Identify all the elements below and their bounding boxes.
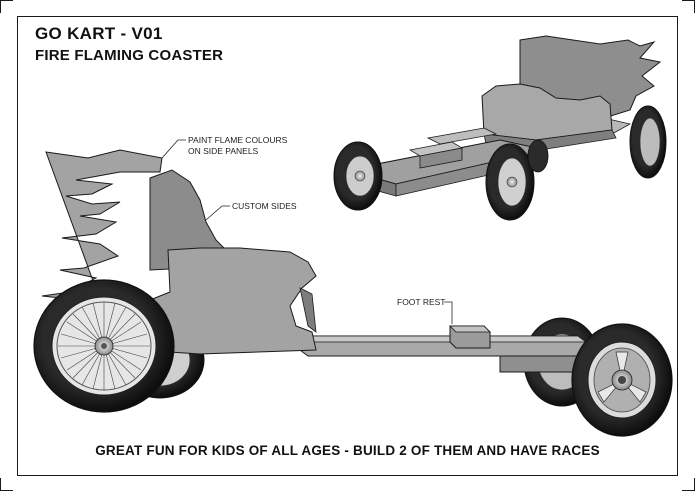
- rear-near-wheel: [33, 279, 175, 413]
- foot-rest-block: [449, 325, 491, 349]
- callout-flame-paint: PAINT FLAME COLOURS ON SIDE PANELS: [161, 135, 288, 159]
- front-axle-block: [499, 355, 583, 373]
- perspective-far-front-wheel: [527, 139, 549, 173]
- drawing-title: GO KART - V01: [35, 24, 163, 43]
- callout-foot-rest: FOOT REST: [397, 297, 453, 324]
- side-view-kart: [33, 149, 673, 437]
- callout-foot-rest-label: FOOT REST: [397, 297, 446, 307]
- callout-custom-sides-label: CUSTOM SIDES: [232, 201, 297, 211]
- drawing-frame: [17, 16, 678, 476]
- callout-custom-sides: CUSTOM SIDES: [205, 201, 297, 221]
- corner-mark-top-left: [0, 0, 13, 13]
- front-near-wheel: [571, 323, 673, 437]
- drawing-footer: GREAT FUN FOR KIDS OF ALL AGES - BUILD 2…: [95, 443, 600, 458]
- drawing-subtitle: FIRE FLAMING COASTER: [35, 47, 224, 64]
- callout-flame-paint-line1: PAINT FLAME COLOURS: [188, 135, 288, 145]
- perspective-view-kart: [333, 35, 667, 221]
- callout-flame-paint-line2: ON SIDE PANELS: [188, 146, 259, 156]
